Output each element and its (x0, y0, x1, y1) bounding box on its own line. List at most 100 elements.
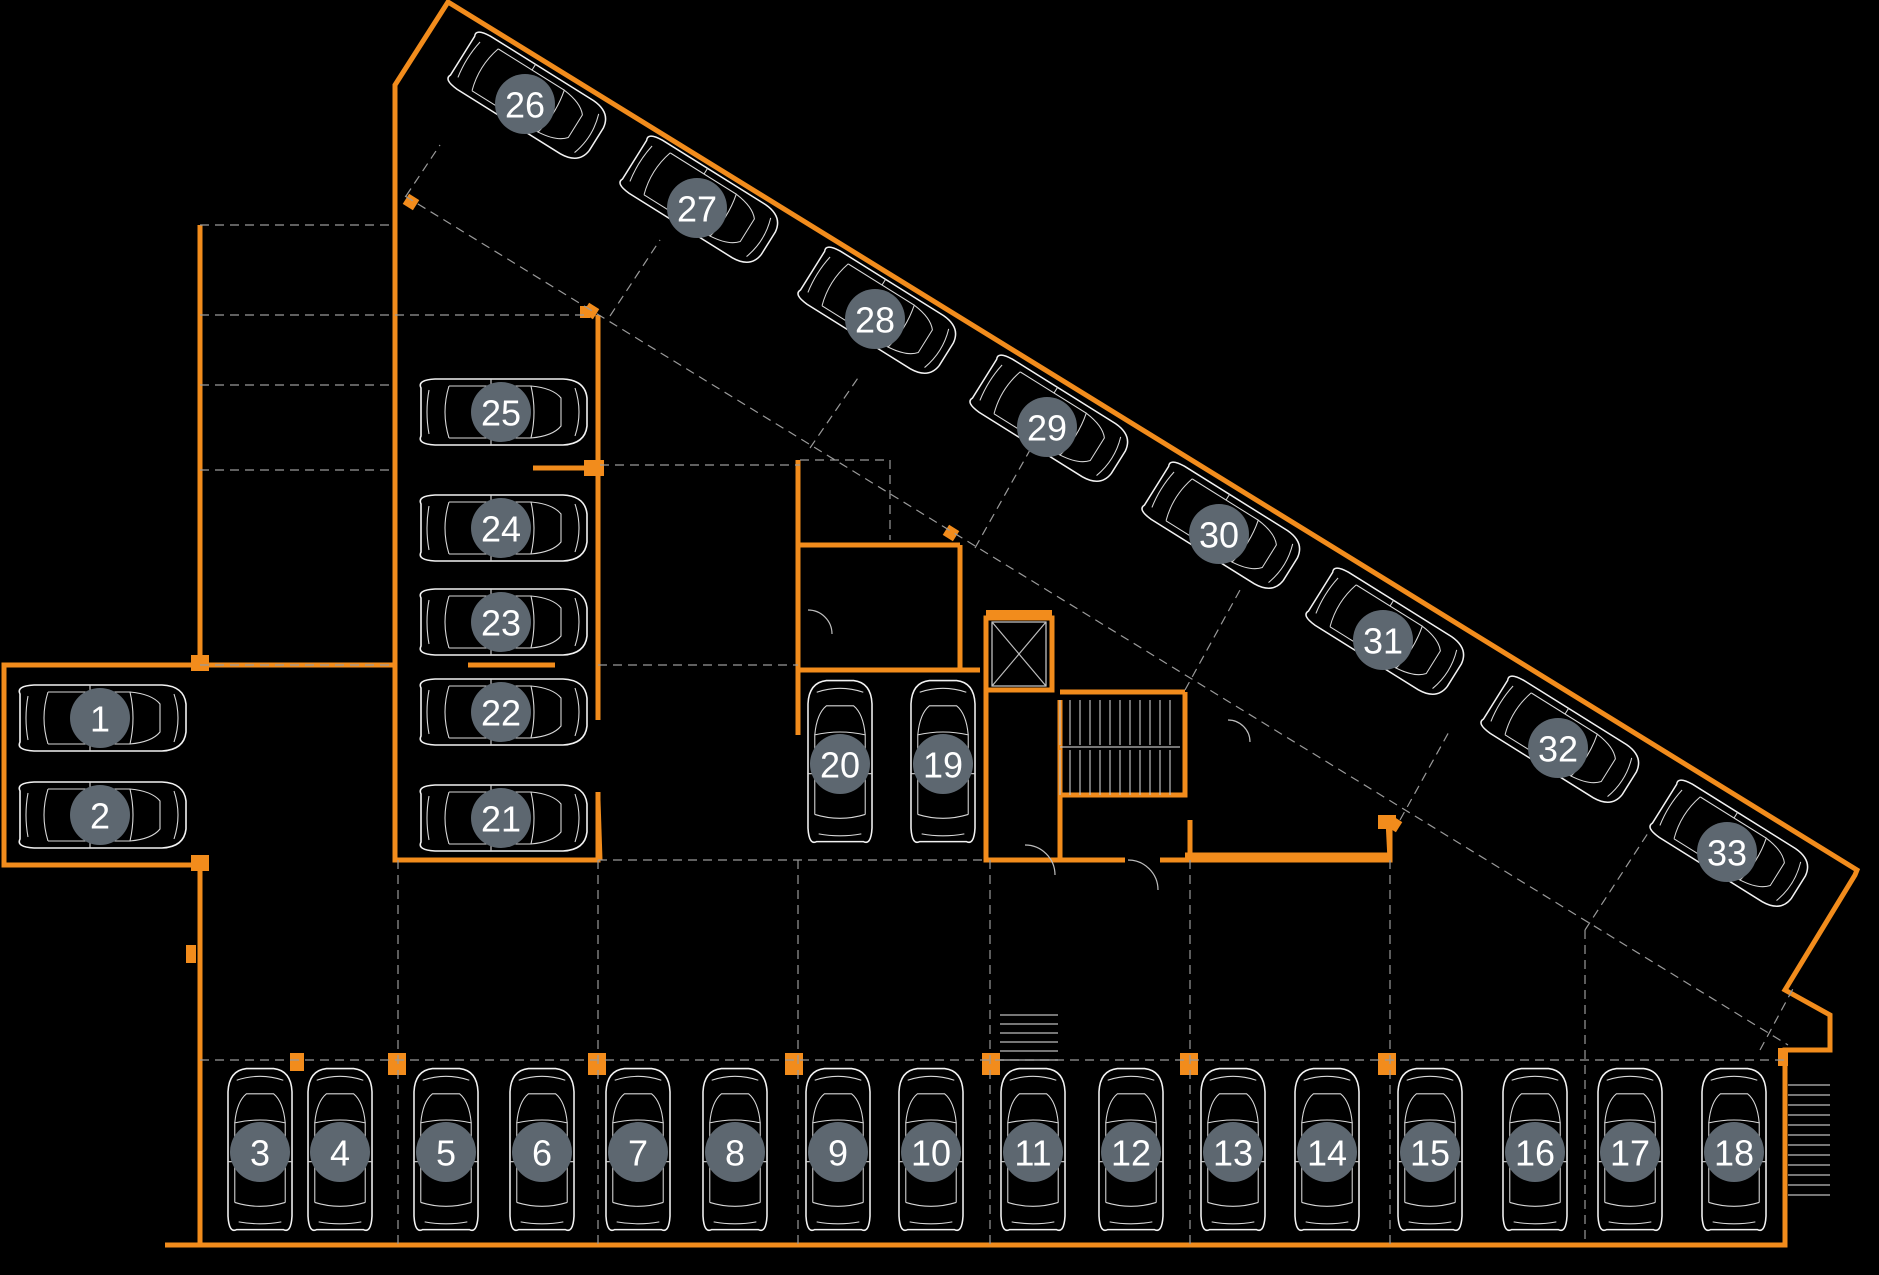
spot-badge (1189, 504, 1249, 564)
parking-spot-17: 17 (1597, 1067, 1663, 1232)
spot-number: 21 (481, 799, 521, 840)
spot-badge (512, 1122, 572, 1182)
spot-number: 2 (90, 796, 110, 837)
spot-badge (1528, 718, 1588, 778)
spot-number: 16 (1515, 1133, 1555, 1174)
spot-badge (1353, 610, 1413, 670)
spot-number: 33 (1707, 833, 1747, 874)
spot-badge (667, 178, 727, 238)
spot-badge (1297, 1122, 1357, 1182)
spot-number: 8 (725, 1133, 745, 1174)
parking-spot-31: 31 (1302, 564, 1472, 703)
spot-badge (471, 788, 531, 848)
spot-badge (230, 1122, 290, 1182)
spot-badge (808, 1122, 868, 1182)
parking-spot-18: 18 (1701, 1067, 1767, 1232)
spot-badge (1203, 1122, 1263, 1182)
spot-number: 14 (1307, 1133, 1347, 1174)
parking-spot-6: 6 (509, 1067, 575, 1232)
spot-badge (310, 1122, 370, 1182)
spot-badge (1400, 1122, 1460, 1182)
spot-badge (1101, 1122, 1161, 1182)
spot-number: 29 (1027, 408, 1067, 449)
parking-spot-27: 27 (616, 132, 786, 271)
spot-number: 11 (1014, 1133, 1051, 1174)
parking-spot-5: 5 (413, 1067, 479, 1232)
spot-number: 7 (628, 1133, 648, 1174)
spot-number: 23 (481, 603, 521, 644)
parking-spot-11: 11 (1000, 1067, 1066, 1232)
parking-spot-3: 3 (227, 1067, 293, 1232)
parking-spot-4: 4 (307, 1067, 373, 1232)
spot-number: 9 (828, 1133, 848, 1174)
spot-number: 24 (481, 509, 521, 550)
spot-number: 1 (90, 699, 110, 740)
parking-spot-25: 25 (419, 378, 588, 446)
spot-badge (1697, 822, 1757, 882)
parking-spot-9: 9 (805, 1067, 871, 1232)
spot-badge (810, 734, 870, 794)
parking-spot-16: 16 (1502, 1067, 1568, 1232)
parking-spot-8: 8 (702, 1067, 768, 1232)
parking-spot-23: 23 (419, 588, 588, 656)
spot-badge (416, 1122, 476, 1182)
spot-badge (1704, 1122, 1764, 1182)
parking-spot-13: 13 (1200, 1067, 1266, 1232)
parking-spot-2: 2 (18, 781, 187, 849)
spot-badge (901, 1122, 961, 1182)
parking-spot-20: 20 (807, 679, 873, 844)
parking-spot-33: 33 (1646, 776, 1816, 915)
parking-spot-12: 12 (1098, 1067, 1164, 1232)
spot-number: 5 (436, 1133, 456, 1174)
spot-number: 30 (1199, 515, 1239, 556)
spot-badge (70, 785, 130, 845)
spot-number: 17 (1610, 1133, 1650, 1174)
spot-number: 25 (481, 393, 521, 434)
spot-badge (1505, 1122, 1565, 1182)
spot-badge (1003, 1122, 1063, 1182)
spot-number: 6 (532, 1133, 552, 1174)
spot-badge (471, 592, 531, 652)
walls (1, 0, 1861, 1248)
parking-spot-24: 24 (419, 494, 588, 562)
spot-badge (1600, 1122, 1660, 1182)
spot-number: 31 (1363, 621, 1403, 662)
spot-number: 27 (677, 189, 717, 230)
parking-spot-15: 15 (1397, 1067, 1463, 1232)
spot-number: 3 (250, 1133, 270, 1174)
spot-badge (705, 1122, 765, 1182)
parking-spot-22: 22 (419, 678, 588, 746)
parking-spot-29: 29 (966, 351, 1136, 490)
spot-number: 4 (330, 1133, 350, 1174)
parking-spot-30: 30 (1138, 458, 1308, 597)
parking-spot-26: 26 (444, 28, 614, 167)
parking-spot-7: 7 (605, 1067, 671, 1232)
spot-badge (471, 382, 531, 442)
parking-spot-19: 19 (910, 679, 976, 844)
guide-lines (200, 144, 1796, 1245)
spot-badge (471, 682, 531, 742)
spot-number: 20 (820, 745, 860, 786)
spot-badge (1017, 397, 1077, 457)
spot-number: 18 (1714, 1133, 1754, 1174)
parking-spot-14: 14 (1294, 1067, 1360, 1232)
parking-spot-28: 28 (794, 243, 964, 382)
parking-spot-32: 32 (1477, 672, 1647, 811)
spot-number: 12 (1111, 1133, 1151, 1174)
spot-number: 10 (911, 1133, 951, 1174)
spot-number: 19 (923, 745, 963, 786)
parking-spot-10: 10 (898, 1067, 964, 1232)
parking-spot-21: 21 (419, 784, 588, 852)
spot-badge (495, 74, 555, 134)
spot-number: 32 (1538, 729, 1578, 770)
spot-badge (845, 289, 905, 349)
spot-badge (471, 498, 531, 558)
spot-number: 28 (855, 300, 895, 341)
spot-number: 26 (505, 85, 545, 126)
spot-number: 15 (1410, 1133, 1450, 1174)
spot-number: 22 (481, 693, 521, 734)
spot-badge (608, 1122, 668, 1182)
spot-number: 13 (1213, 1133, 1253, 1174)
